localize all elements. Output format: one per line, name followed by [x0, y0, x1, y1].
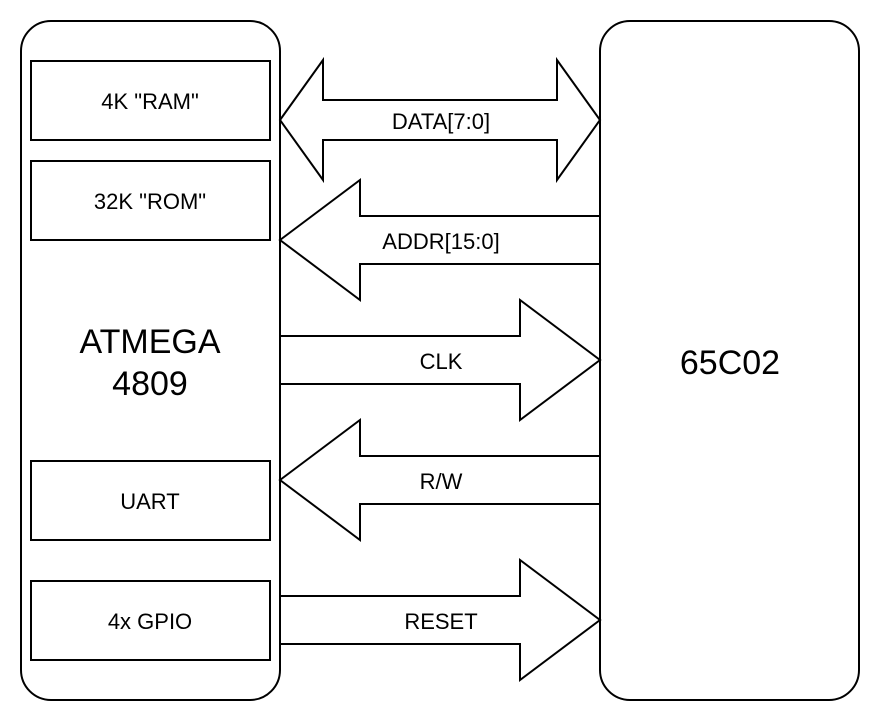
uart-block: UART	[30, 460, 271, 541]
rom-block: 32K "ROM"	[30, 160, 271, 241]
data-bus-arrow: DATA[7:0]	[278, 56, 602, 184]
atmega-chip-label-line2: 4809	[112, 365, 188, 403]
rom-block-label: 32K "ROM"	[94, 189, 206, 214]
gpio-block-outline	[30, 580, 271, 661]
rw-arrow: R/W	[278, 418, 601, 542]
clk-arrow: CLK	[279, 298, 602, 422]
uart-block-outline	[30, 460, 271, 541]
data-bus-label: DATA[7:0]	[392, 109, 490, 134]
ram-block-label: 4K "RAM"	[101, 89, 199, 114]
ram-block-outline	[30, 60, 271, 141]
gpio-block-label: 4x GPIO	[108, 609, 192, 634]
clk-label: CLK	[420, 349, 463, 374]
rw-arrow-shape	[278, 418, 601, 542]
cpu-chip: 65C02	[599, 20, 860, 701]
addr-bus-arrow: ADDR[15:0]	[278, 178, 601, 302]
data-bus-arrow-shape	[278, 56, 602, 184]
cpu-chip-label: 65C02	[680, 344, 780, 382]
atmega-chip-label-line1: ATMEGA	[79, 323, 220, 361]
gpio-block: 4x GPIO	[30, 580, 271, 661]
addr-bus-arrow-shape	[278, 178, 601, 302]
reset-arrow-shape	[279, 558, 602, 682]
uart-block-label: UART	[120, 489, 180, 514]
clk-arrow-shape	[279, 298, 602, 422]
rw-label: R/W	[420, 469, 463, 494]
rom-block-outline	[30, 160, 271, 241]
reset-label: RESET	[404, 609, 477, 634]
ram-block: 4K "RAM"	[30, 60, 271, 141]
reset-arrow: RESET	[279, 558, 602, 682]
addr-bus-label: ADDR[15:0]	[382, 229, 499, 254]
